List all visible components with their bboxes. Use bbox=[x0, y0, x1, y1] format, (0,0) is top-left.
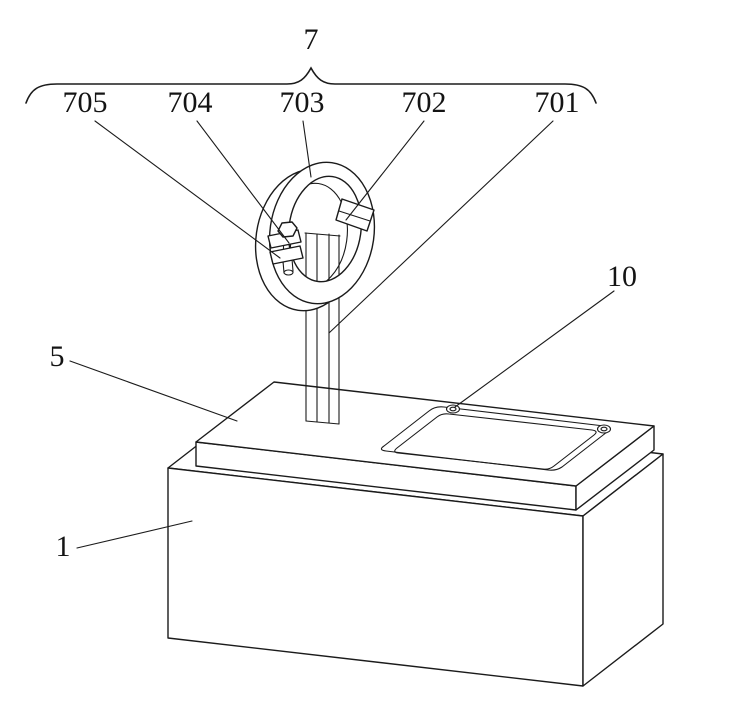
leader-lines bbox=[69, 120, 615, 549]
leader-5 bbox=[69, 360, 238, 422]
post-base-contact-line bbox=[305, 420, 340, 425]
ring-bore-far-wall bbox=[281, 182, 348, 287]
ring-bore-interior bbox=[281, 182, 348, 287]
callout-702: 702 bbox=[402, 86, 447, 119]
callout-701: 701 bbox=[535, 86, 580, 119]
callout-705: 705 bbox=[63, 86, 108, 119]
base-right-face bbox=[582, 453, 664, 687]
tray-recess bbox=[380, 404, 612, 471]
callout-5: 5 bbox=[50, 340, 65, 373]
plate-top-face bbox=[195, 381, 655, 487]
clamp-lug-lower bbox=[269, 245, 304, 265]
leader-10 bbox=[454, 290, 615, 408]
tray-hole-right-inner bbox=[600, 426, 608, 432]
hinge-bracket-split-line bbox=[338, 210, 371, 222]
clamp-fastener bbox=[267, 221, 304, 276]
clamp-ring-assembly bbox=[254, 161, 376, 312]
hinge-bracket bbox=[335, 198, 375, 232]
mount-plate bbox=[195, 381, 655, 511]
tray-recess-floor bbox=[394, 413, 597, 470]
callout-704: 704 bbox=[168, 86, 213, 119]
tray-hole-left bbox=[445, 404, 461, 414]
leader-704 bbox=[196, 120, 290, 244]
leader-705 bbox=[94, 120, 281, 259]
ring-outer-face bbox=[268, 161, 376, 305]
clamp-bolt-tip-end bbox=[283, 269, 294, 276]
leader-1 bbox=[76, 520, 193, 549]
clamp-nut bbox=[277, 221, 298, 238]
callout-7: 7 bbox=[304, 23, 319, 56]
hinge-bracket-body bbox=[335, 198, 375, 232]
post-top-edge-in-bore bbox=[304, 232, 341, 237]
callout-1: 1 bbox=[56, 530, 71, 563]
tray-hole-left-inner bbox=[449, 406, 457, 412]
tray-hole-right bbox=[596, 424, 612, 434]
leader-702 bbox=[345, 120, 425, 221]
leader-701 bbox=[328, 120, 554, 334]
callout-labels: 7 705 704 703 702 701 10 5 1 bbox=[50, 23, 638, 563]
callout-703: 703 bbox=[280, 86, 325, 119]
leader-703 bbox=[302, 120, 312, 178]
group-brace-7 bbox=[25, 66, 597, 104]
callout-10: 10 bbox=[607, 260, 637, 293]
